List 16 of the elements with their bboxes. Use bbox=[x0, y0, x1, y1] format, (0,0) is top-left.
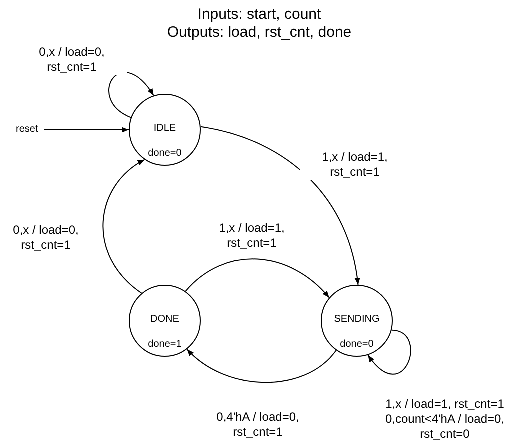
state-output: done=0 bbox=[147, 148, 183, 160]
input-label: reset bbox=[16, 124, 38, 136]
transition-arrow bbox=[102, 159, 146, 294]
outputs-note: Outputs: load, rst_cnt, done bbox=[166, 24, 353, 42]
transition-arrow bbox=[108, 72, 154, 118]
state-output: done=0 bbox=[339, 339, 375, 351]
transition-arrow bbox=[186, 348, 337, 384]
transition-arrow bbox=[368, 330, 412, 375]
transition-arrow bbox=[200, 126, 360, 286]
state-name: IDLE bbox=[152, 123, 178, 135]
state-name: DONE bbox=[150, 314, 180, 326]
state-output: done=1 bbox=[147, 339, 183, 351]
state-name: SENDING bbox=[333, 314, 381, 326]
transition-arrow bbox=[44, 127, 130, 133]
transition-arrow bbox=[185, 258, 330, 298]
diagram-title: Inputs: start, count bbox=[196, 6, 322, 24]
